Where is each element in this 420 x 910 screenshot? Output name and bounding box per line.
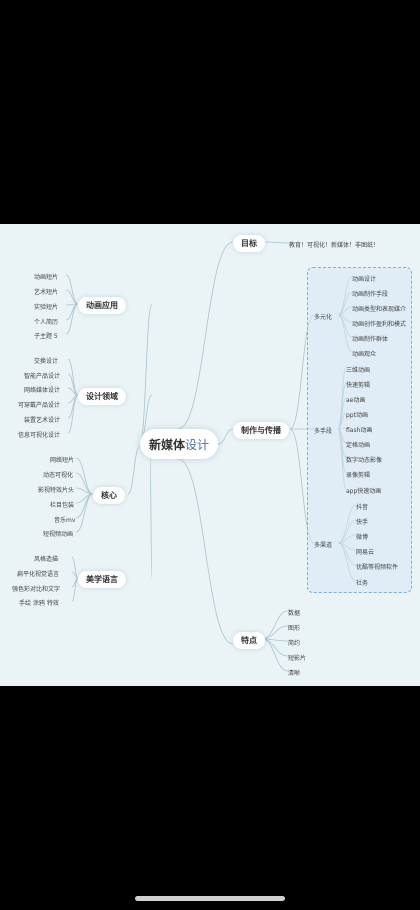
connector-line xyxy=(127,445,141,495)
features-item[interactable]: 短影片 xyxy=(288,655,307,662)
aesthetic-item[interactable]: 风格造描 xyxy=(34,556,59,563)
connector-line xyxy=(177,458,234,645)
means-item[interactable]: 定格动画 xyxy=(346,442,371,449)
connector-line xyxy=(71,556,79,579)
features-item[interactable]: 简约 xyxy=(288,640,301,647)
central-topic-light: 设计 xyxy=(185,437,210,452)
connector-line xyxy=(261,638,289,657)
connector-line xyxy=(71,577,79,602)
design-field-item[interactable]: 装置艺术设计 xyxy=(24,417,61,424)
means-item[interactable]: 数字动态影像 xyxy=(346,457,383,464)
connector-line xyxy=(65,289,79,305)
channels-item[interactable]: 社务 xyxy=(356,580,369,587)
features-item[interactable]: 图形 xyxy=(288,625,301,632)
design-field-item[interactable]: 智能产品设计 xyxy=(24,373,61,380)
means-item[interactable]: 快速剪辑 xyxy=(346,382,371,389)
connector-line xyxy=(261,625,289,640)
branch-goal[interactable]: 目标 xyxy=(233,235,265,252)
means-item[interactable]: app快速动画 xyxy=(346,488,382,495)
diversify-item[interactable]: 动画类型和表现媒介 xyxy=(352,306,407,313)
core-item[interactable]: 音乐mv xyxy=(54,517,76,524)
means-item[interactable]: flash动画 xyxy=(346,427,373,434)
channels-item[interactable]: 网易云 xyxy=(356,549,375,556)
production-sub-channels[interactable]: 多渠道 xyxy=(314,542,333,549)
means-item[interactable]: ae动画 xyxy=(346,397,366,404)
connector-line xyxy=(75,457,94,495)
channels-item[interactable]: 抖音 xyxy=(356,504,369,511)
design-field-item[interactable]: 网络媒体设计 xyxy=(24,387,61,394)
anim-app-item[interactable]: 艺术短片 xyxy=(34,289,59,296)
connector-line xyxy=(217,428,234,445)
mindmap-canvas: 新媒体 设计 目标 教育！可视化！新媒体！非图纸！ 动画应用 设计领域 核心 美… xyxy=(0,224,420,686)
core-item[interactable]: 影视特效片头 xyxy=(38,487,75,494)
anim-app-item[interactable]: 子主题 5 xyxy=(34,333,58,340)
anim-app-item[interactable]: 个人简历 xyxy=(34,319,59,326)
connector-line xyxy=(75,472,94,495)
channels-item[interactable]: 快手 xyxy=(356,519,369,526)
design-field-item[interactable]: 交换设计 xyxy=(34,358,59,365)
home-indicator[interactable] xyxy=(135,896,285,901)
diversify-item[interactable]: 动画制作群体 xyxy=(352,336,389,343)
central-topic-bold: 新媒体 xyxy=(148,437,185,452)
branch-core[interactable]: 核心 xyxy=(93,487,125,504)
features-item[interactable]: 数据 xyxy=(288,610,301,617)
means-item[interactable]: 三维动画 xyxy=(346,367,371,374)
connector-line xyxy=(75,493,94,533)
connector-line xyxy=(67,373,79,396)
features-item[interactable]: 清晰 xyxy=(288,670,301,677)
production-sub-means[interactable]: 多手段 xyxy=(314,428,333,435)
diversify-item[interactable]: 动画设计 xyxy=(352,276,377,283)
connector-line xyxy=(177,241,234,430)
connector-line xyxy=(149,455,153,579)
connector-line xyxy=(261,610,289,640)
connector-line xyxy=(67,394,79,434)
design-field-item[interactable]: 信息可视化设计 xyxy=(18,432,61,439)
core-item[interactable]: 短视频动画 xyxy=(43,531,74,538)
production-group-box xyxy=(307,267,412,593)
diversify-item[interactable]: 动画创作盈利和模式 xyxy=(352,321,407,328)
branch-aesthetic[interactable]: 美学语言 xyxy=(78,571,126,588)
aesthetic-item[interactable]: 扁平化视觉语言 xyxy=(17,571,60,578)
core-item[interactable]: 网络短片 xyxy=(50,457,75,464)
branch-anim-app[interactable]: 动画应用 xyxy=(78,297,126,314)
channels-item[interactable]: 优酷等视频软件 xyxy=(356,564,399,571)
aesthetic-item[interactable]: 手绘 涂鸦 特效 xyxy=(19,600,59,607)
aesthetic-item[interactable]: 强色彩对比和文字 xyxy=(12,586,61,593)
anim-app-item[interactable]: 动画短片 xyxy=(34,274,59,281)
diversify-item[interactable]: 动画制作手段 xyxy=(352,291,389,298)
core-item[interactable]: 动态可视化 xyxy=(43,472,74,479)
branch-features[interactable]: 特点 xyxy=(233,632,265,649)
means-item[interactable]: 录像剪辑 xyxy=(346,472,371,479)
branch-production[interactable]: 制作与传播 xyxy=(233,422,289,439)
channels-item[interactable]: 微博 xyxy=(356,534,369,541)
connector-line xyxy=(65,303,79,335)
diversify-item[interactable]: 动画观众 xyxy=(352,351,377,358)
means-item[interactable]: ppt动画 xyxy=(346,412,368,419)
central-topic[interactable]: 新媒体 设计 xyxy=(140,429,218,459)
anim-app-item[interactable]: 实验短片 xyxy=(34,304,59,311)
goal-leaf[interactable]: 教育！可视化！新媒体！非图纸！ xyxy=(289,242,380,249)
branch-design-field[interactable]: 设计领域 xyxy=(78,388,126,405)
connector-line xyxy=(265,241,290,244)
connector-line xyxy=(67,358,79,396)
design-field-item[interactable]: 可穿戴产品设计 xyxy=(18,402,61,409)
core-item[interactable]: 栏目包装 xyxy=(50,502,75,509)
connector-line xyxy=(65,274,79,305)
production-sub-diversify[interactable]: 多元化 xyxy=(314,314,333,321)
